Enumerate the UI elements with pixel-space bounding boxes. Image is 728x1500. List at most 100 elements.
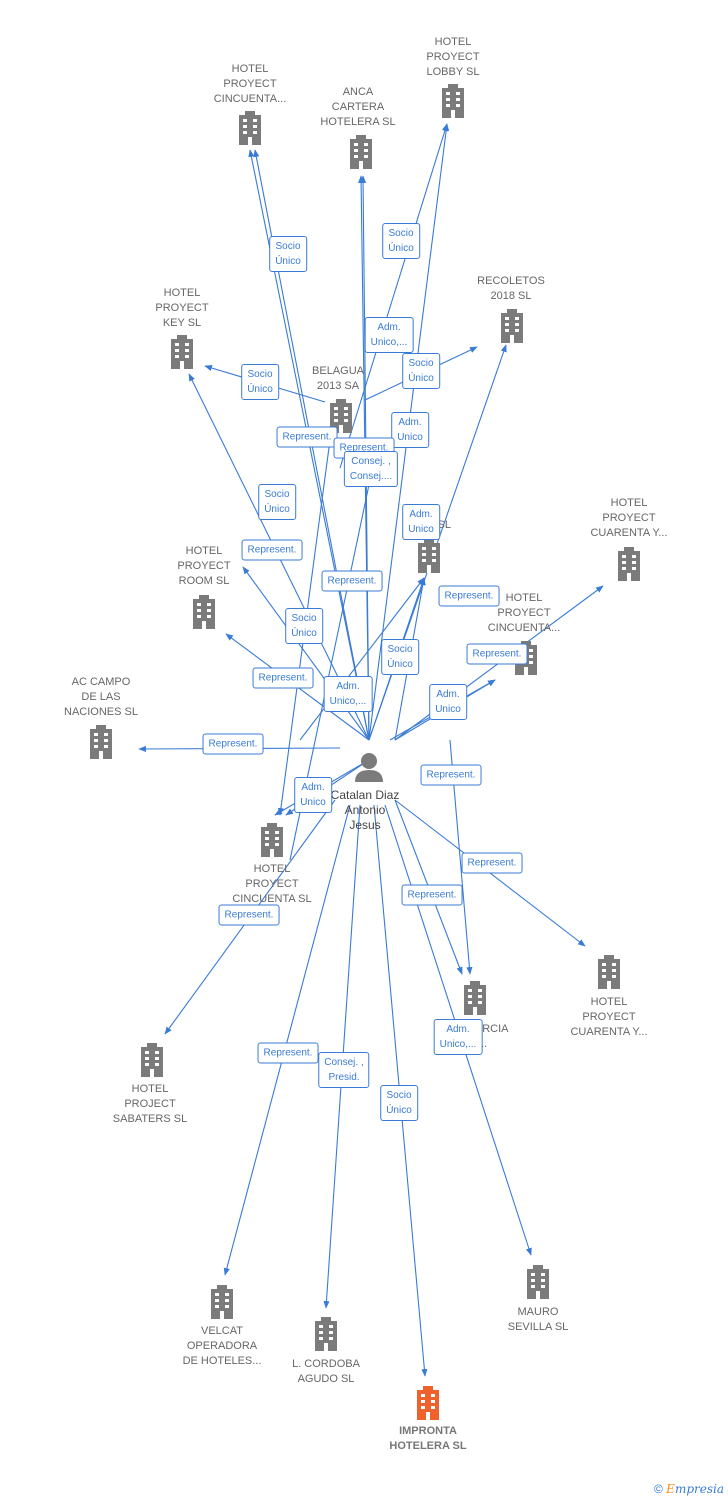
company-label-line: RECOLETOS	[477, 275, 545, 287]
relation-tag-line: Único	[386, 1105, 412, 1116]
relation-tag-r23[interactable]: Adm.Unico	[294, 777, 332, 813]
relation-tag-line: Único	[264, 504, 290, 515]
relation-tag-r19[interactable]: Represent.	[466, 643, 528, 665]
brand-initial: E	[666, 1482, 675, 1496]
company-label-line: DE HOTELES...	[182, 1355, 262, 1367]
relation-tag-r3[interactable]: Adm.Unico,...	[364, 317, 414, 353]
lobby-building-icon[interactable]	[442, 84, 464, 118]
company-label-line: CINCUENTA...	[213, 93, 287, 105]
mauro-building-icon[interactable]	[527, 1265, 549, 1299]
relation-tag-r28[interactable]: Consej. ,Presid.	[318, 1052, 370, 1088]
company-label-line: PROYECT	[177, 560, 231, 572]
company-label-line: ROOM SL	[178, 575, 230, 587]
relation-tag-r26[interactable]: Represent.	[218, 904, 280, 926]
relation-tag-r30[interactable]: Adm.Unico,...	[433, 1019, 483, 1055]
relation-tag-r18[interactable]: Represent.	[252, 667, 314, 689]
relation-tag-line: Socio	[275, 241, 301, 252]
brand-logo[interactable]: © Empresia	[654, 1482, 724, 1496]
key-building-icon[interactable]	[171, 335, 193, 369]
person-icon[interactable]	[355, 753, 383, 782]
company-label-line: BELAGUA	[312, 365, 364, 377]
holdings-building-icon[interactable]	[418, 539, 440, 573]
relation-tag-line: Socio	[388, 228, 414, 239]
relation-tag-r15[interactable]: Adm.Unico	[402, 504, 440, 540]
company-label-line: LOBBY SL	[426, 66, 480, 78]
relation-tag-line: Adm.	[398, 417, 422, 428]
relation-tag-r25[interactable]: Represent.	[401, 884, 463, 906]
lobby-label[interactable]: HOTEL PROYECT LOBBY SL	[426, 35, 479, 80]
company-label-line: HOTEL	[434, 36, 472, 48]
person-label-line: Antonio	[344, 803, 386, 817]
recoletos-building-icon[interactable]	[501, 309, 523, 343]
person-label-line: Jesus	[349, 818, 381, 832]
relation-tag-r13[interactable]: Represent.	[321, 570, 383, 592]
cincuenta-top-building-icon[interactable]	[239, 111, 261, 145]
cuarenta-top-building-icon[interactable]	[618, 547, 640, 581]
cuarenta-bot-building-icon[interactable]	[598, 955, 620, 989]
relation-tag-line: Represent.	[426, 769, 476, 781]
company-label-line: HOTEL	[231, 63, 269, 75]
impronta-building-icon[interactable]	[417, 1386, 439, 1420]
ac-campo-building-icon[interactable]	[90, 725, 112, 759]
relation-tag-line: Socio	[264, 489, 290, 500]
garcia-building-icon[interactable]	[464, 981, 486, 1015]
company-label-line: PROYECT	[426, 51, 480, 63]
velcat-building-icon[interactable]	[211, 1285, 233, 1319]
relation-tag-r12[interactable]: Represent.	[241, 539, 303, 561]
relation-tag-line: Represent.	[282, 431, 332, 443]
relation-tag-r9[interactable]: Consej. ,Consej....	[343, 451, 399, 487]
room-building-icon[interactable]	[193, 595, 215, 629]
company-label-line: HOTEL	[163, 287, 201, 299]
company-label-line: PROYECT	[245, 878, 299, 890]
relation-tag-r17[interactable]: Adm.Unico,...	[323, 676, 373, 712]
company-label-line: AGUDO SL	[297, 1373, 355, 1385]
company-label-line: CINCUENTA...	[487, 622, 561, 634]
company-label-line: NACIONES SL	[64, 706, 138, 718]
relation-tag-r24[interactable]: Represent.	[461, 852, 523, 874]
cincuenta-sl-building-icon[interactable]	[261, 823, 283, 857]
company-label-line: HOTEL	[131, 1083, 169, 1095]
relation-tag-r20[interactable]: Adm.Unico	[429, 684, 467, 720]
relation-tag-line: Consej....	[349, 471, 393, 482]
relation-tag-line: Unico	[300, 797, 326, 808]
company-label-line: PROYECT	[602, 512, 656, 524]
relation-tag-r22[interactable]: Represent.	[420, 764, 482, 786]
relation-tag-line: Único	[291, 628, 317, 639]
relation-tag-line: Unico,...	[329, 696, 367, 707]
anca-building-icon[interactable]	[350, 135, 372, 169]
cordoba-building-icon[interactable]	[315, 1317, 337, 1351]
relation-tag-r7[interactable]: Represent.	[276, 426, 338, 448]
relation-tag-r21[interactable]: Represent.	[202, 733, 264, 755]
sabaters-building-icon[interactable]	[141, 1043, 163, 1077]
relation-tag-r6[interactable]: Adm.Unico	[391, 412, 429, 448]
relation-tag-line: Socio	[291, 613, 317, 624]
company-label-line: CUARENTA Y...	[590, 527, 668, 539]
relation-tag-r27[interactable]: Represent.	[257, 1042, 319, 1064]
relation-tag-r14[interactable]: Represent.	[438, 585, 500, 607]
